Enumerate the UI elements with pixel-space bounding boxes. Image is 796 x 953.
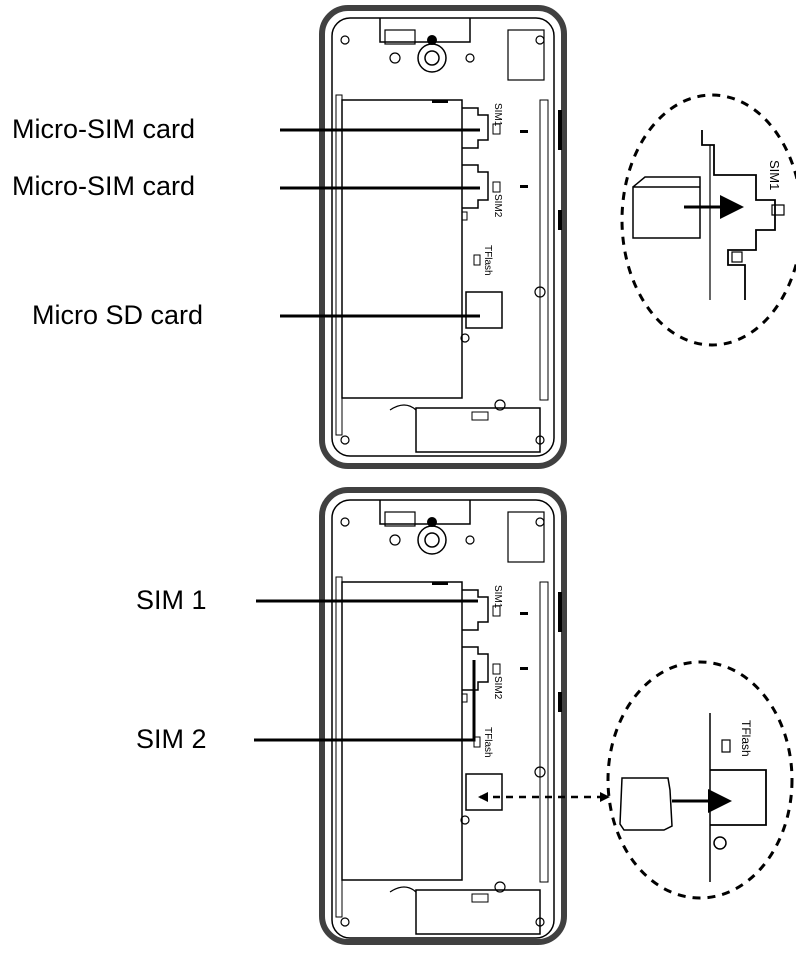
inner-rail-left [335,576,343,918]
label-sim-2: SIM 2 [136,724,207,754]
label-sim-1: SIM 1 [136,585,207,615]
sim2-slot [462,164,489,209]
zoom-screw [713,836,727,850]
zoom-boundary [606,660,794,900]
top-bracket [379,18,471,43]
tflash-slot-marker [473,254,481,266]
top-connector [384,511,416,527]
sim2-slot [462,646,489,691]
screw-hole [340,917,350,927]
screw-hole [465,535,475,545]
label-micro-sim-card-2: Micro-SIM card [12,171,196,201]
slot-profile [701,130,776,300]
tflash-slot-label: TFlash [482,245,493,276]
callout-line-sim2 [254,660,476,742]
sim1-slot [462,107,489,149]
top-right-module [507,29,545,81]
sim1-slot-label: SIM1 [492,103,503,127]
inner-rail-left [335,94,343,436]
tflash-slot-outline [710,769,767,826]
inner-rail-right [539,581,549,883]
screw-hole [494,399,506,411]
camera-ring [417,43,447,73]
camera-dot [427,517,437,527]
microsd-card-icon [619,777,673,831]
contact-pad [461,211,468,221]
sim2-slot-label: SIM2 [492,676,503,700]
tflash-slot-label: TFlash [482,727,493,758]
zoom-contact [731,251,743,263]
zoom-boundary [620,93,796,347]
contact-pad [520,185,528,188]
microsd-slot [465,291,503,329]
contact-pad [461,693,468,703]
phone-frame-outer [319,487,567,945]
contact-pad [520,667,528,670]
phone-bottom: SIM1 SIM2 TFlash [254,487,610,945]
side-button [558,110,562,150]
zoom-slot-marker [721,739,731,753]
phone-top: SIM1 SIM2 TFlash [280,5,567,469]
top-right-module [507,511,545,563]
label-micro-sd-card: Micro SD card [32,300,204,330]
microsd-slot [465,773,503,811]
battery-bottom-curve [389,886,417,893]
side-button [558,692,562,712]
side-button [558,210,562,230]
contact-pad [520,612,528,615]
screw-hole [535,517,545,527]
speaker-module [415,889,541,935]
label-micro-sim-card-1: Micro-SIM card [12,114,196,144]
sim1-slot-marker [492,123,501,135]
screw-hole [340,517,350,527]
top-connector [384,29,416,45]
camera-dot [427,35,437,45]
sim1-slot-label: SIM1 [492,585,503,609]
zoom-sim1-insert: SIM1 [620,93,796,347]
screw-hole [460,815,470,825]
contact-pad [432,582,448,585]
battery-area [341,581,463,881]
screw-hole [465,53,475,63]
screw-hole [389,534,401,546]
phone-frame-inner [331,17,555,457]
battery-area [341,99,463,399]
battery-bottom-curve [389,404,417,411]
camera-lens [424,50,440,66]
sim-card-icon [632,176,701,239]
zoom-slot-marker [771,204,785,216]
screw-hole [460,333,470,343]
dashed-link-arrow-right [600,792,610,802]
screw-hole [389,52,401,64]
screw-hole [340,35,350,45]
phone-frame-outer [319,5,567,469]
screw-hole [494,881,506,893]
camera-lens [424,532,440,548]
speaker-connector [471,893,489,903]
zoom-slot-label: SIM1 [767,160,782,190]
sim1-slot [462,589,489,631]
zoom-tflash-insert: TFlash [606,660,794,900]
sim1-slot-marker [492,605,501,617]
contact-pad [432,100,448,103]
top-bracket [379,500,471,525]
side-button [558,592,562,632]
sim2-slot-marker [492,663,501,675]
zoom-slot-label: TFlash [739,720,753,757]
tflash-slot-marker [473,736,481,748]
sim2-slot-label: SIM2 [492,194,503,218]
dashed-link-arrow-left [478,792,488,802]
screw-hole [535,35,545,45]
phone-frame-inner [331,499,555,939]
speaker-connector [471,411,489,421]
speaker-module [415,407,541,453]
sim2-slot-marker [492,181,501,193]
contact-pad [520,130,528,133]
camera-ring [417,525,447,555]
screw-hole [340,435,350,445]
inner-rail-right [539,99,549,401]
